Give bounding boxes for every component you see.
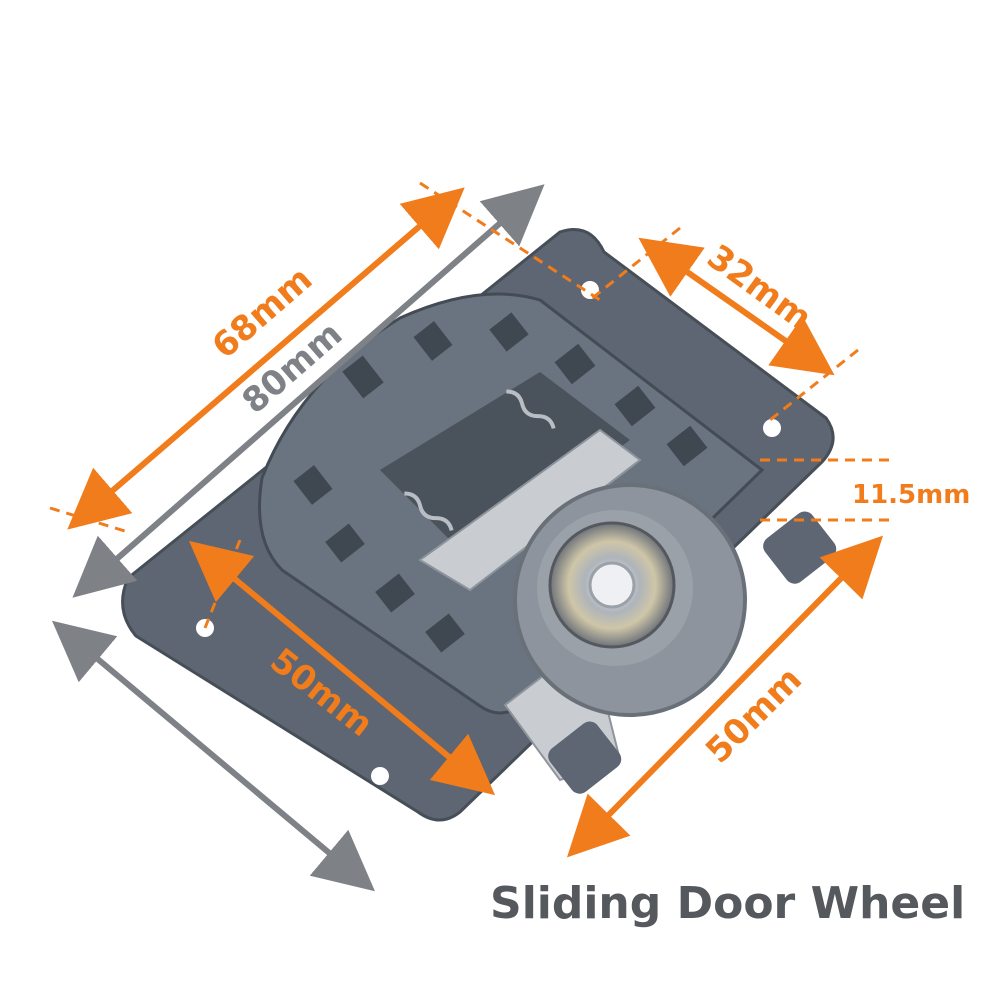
dimension-11-5mm: 11.5mm	[760, 458, 970, 522]
mounting-hole-icon	[371, 767, 389, 785]
roller-wheel	[513, 483, 747, 717]
dimension-side-gray	[52, 620, 375, 892]
mounting-hole-icon	[763, 419, 781, 437]
dimension-11-5mm-label: 11.5mm	[852, 480, 970, 510]
product-title: Sliding Door Wheel	[490, 878, 966, 929]
